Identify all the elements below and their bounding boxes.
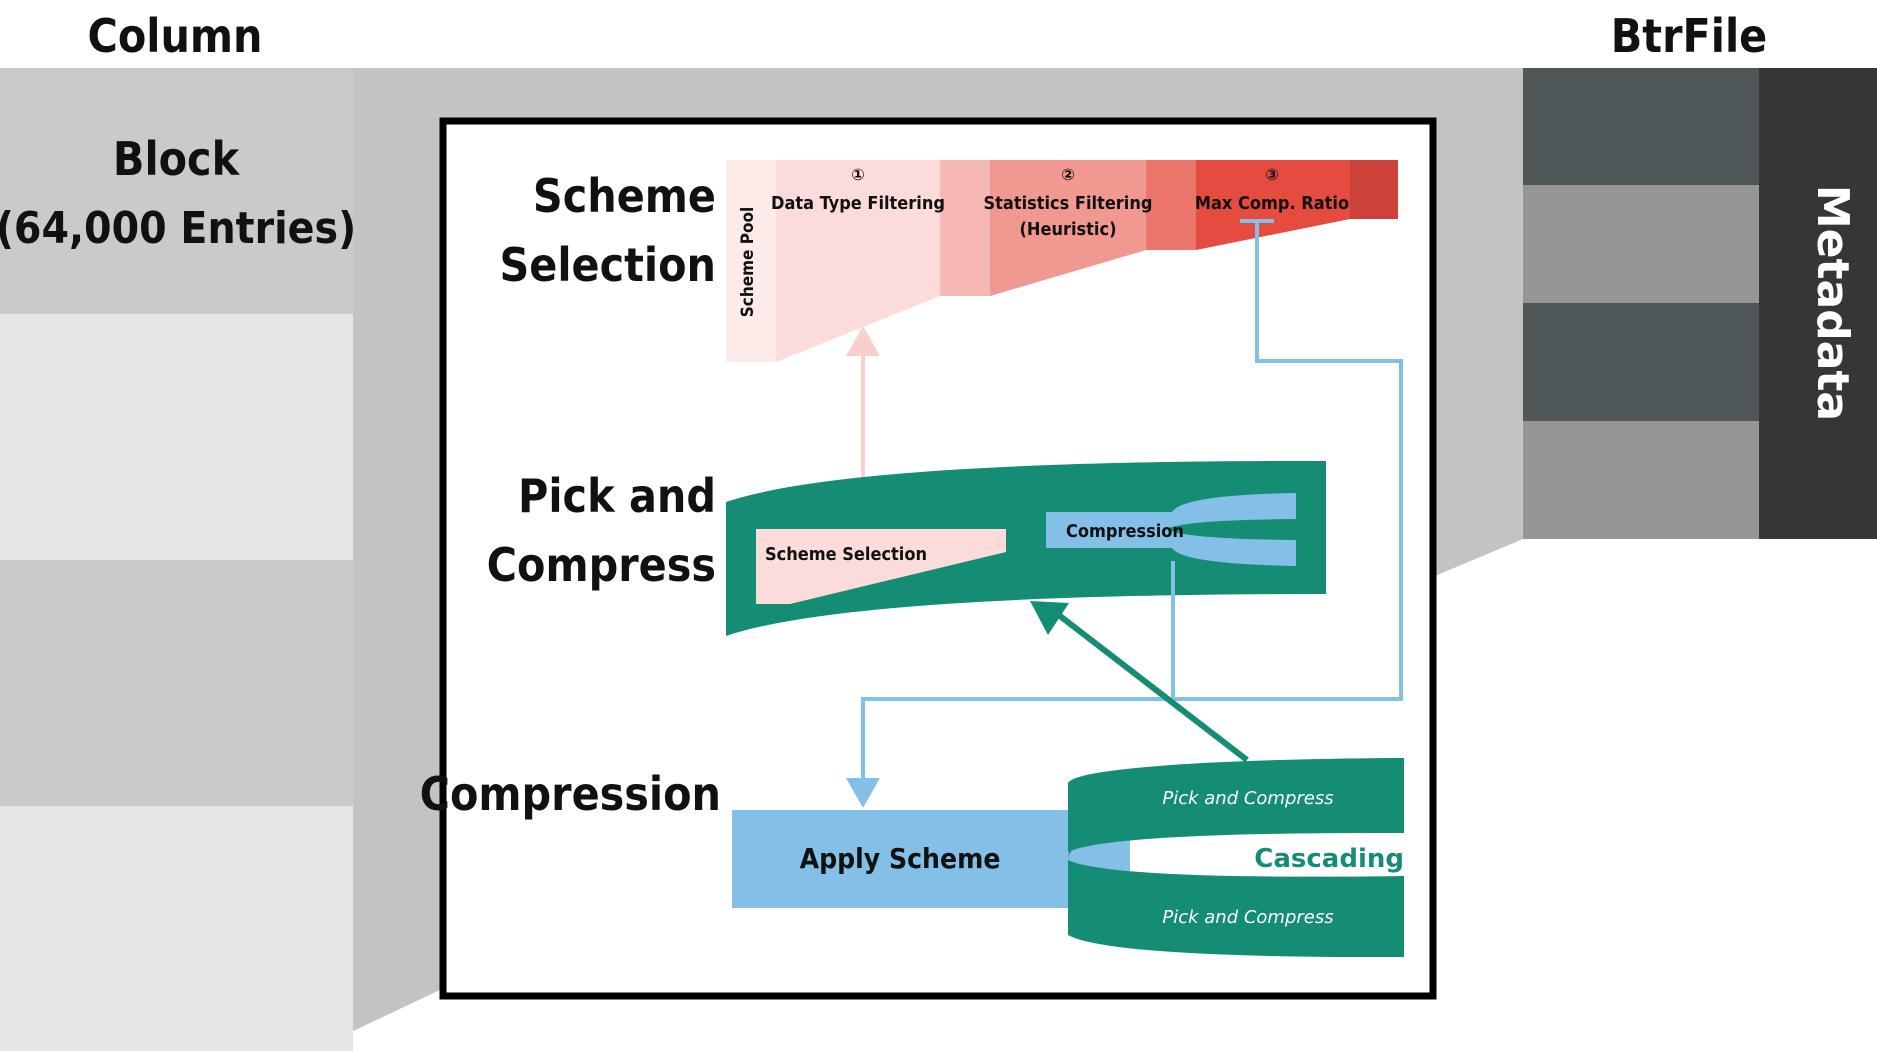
arrow-to-selection-head [846,326,880,356]
stage-title-compression: Compression [420,767,721,821]
stage-title-scheme-selection-2: Selection [499,238,716,292]
pick-scheme-selection-label: Scheme Selection [765,544,927,565]
cascade-top-band [1068,758,1404,852]
btrfile-part-3 [1523,303,1759,421]
step-3-number: ③ [1265,165,1279,184]
cascade-bottom-band [1068,860,1404,958]
metadata-block [1759,68,1877,539]
block-entries: (64,000 Entries) [0,203,356,254]
btrfile [1523,68,1877,539]
apply-scheme-label: Apply Scheme [800,842,1001,875]
block-title: Block [113,132,241,186]
btrfile-part-2 [1523,185,1759,303]
column-block-4 [0,806,353,1051]
stage-title-pick-2: Compress [487,538,716,592]
step-2-number: ② [1061,165,1075,184]
step-1-label: Data Type Filtering [771,193,945,214]
step-2-label-1: Statistics Filtering [984,193,1153,214]
apply-scheme-shape [732,790,1130,937]
scheme-pool-label: Scheme Pool [738,207,758,317]
cascade-arrow-line [1058,613,1249,763]
cascade-arrow-head [1030,601,1069,635]
feedback-arrow-head [846,778,880,808]
feedback-lines [861,219,1403,783]
funnel-step-1 [776,160,940,362]
pick-scheme-selection-box [756,529,1006,604]
metadata-label: Metadata [1807,185,1858,421]
feedback-line-main [861,220,1403,783]
funnel-band-2 [1146,160,1196,250]
scheme-selection-funnel [726,160,1398,362]
column-block-3 [0,560,353,806]
btrfile-part-1 [1523,68,1759,185]
btrfile-header: BtrFile [1611,9,1767,63]
column-block-2 [0,314,353,560]
cascading-label: Cascading [1254,844,1404,874]
pick-compress-band [726,460,1326,636]
step-3-label: Max Comp. Ratio [1195,193,1349,214]
cascade-top-label: Pick and Compress [1162,788,1333,809]
funnel-step-3 [1196,160,1350,250]
funnel-band-3 [1350,160,1398,219]
funnel-pool [726,160,776,362]
column-block-1 [0,68,353,314]
btrfile-part-4 [1523,421,1759,539]
pick-compression-label: Compression [1066,521,1184,542]
step-2-label-2: (Heuristic) [1020,219,1117,240]
step-1-number: ① [851,165,865,184]
column [0,68,353,1051]
cascade-bottom-label: Pick and Compress [1162,907,1333,928]
funnel-step-2 [990,160,1146,296]
funnel-band-1 [940,160,990,296]
column-header: Column [87,9,262,63]
pick-compression-box [1046,493,1296,566]
stage-title-pick-1: Pick and [518,469,716,523]
stage-title-scheme-selection-1: Scheme [533,169,716,223]
